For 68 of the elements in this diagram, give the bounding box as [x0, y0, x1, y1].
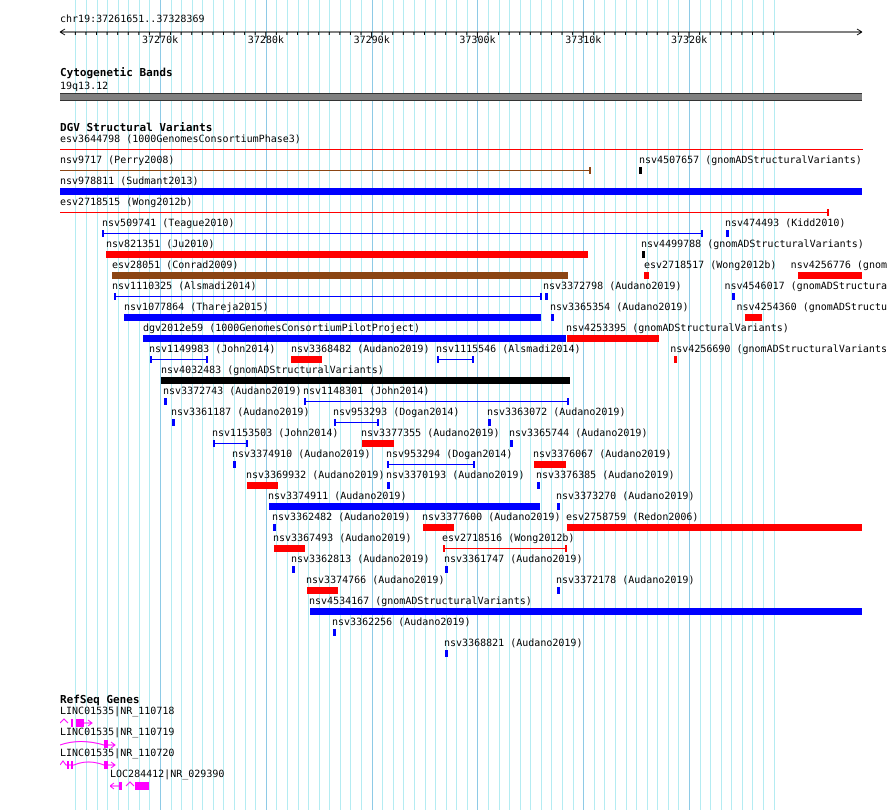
variant-label: nsv9717 (Perry2008) — [60, 155, 174, 167]
variant-label: nsv3368821 (Audano2019) — [444, 638, 582, 650]
variant-label: nsv4253395 (gnomADStructuralVariants) — [566, 323, 789, 335]
variant-label: nsv3362813 (Audano2019) — [291, 554, 430, 566]
variant-label: nsv3370193 (Audano2019) — [386, 470, 524, 482]
variant-label: nsv3361187 (Audano2019) — [171, 407, 310, 419]
gene-label: LINC01535|NR_110720 — [60, 748, 174, 760]
variant-label: nsv3374766 (Audano2019) — [306, 575, 444, 587]
variant-label: nsv1110325 (Alsmadi2014) — [112, 281, 256, 293]
axis-tick-label: 37270k — [142, 35, 178, 47]
variant-label: esv3644798 (1000GenomesConsortiumPhase3) — [60, 134, 301, 146]
variant-label: nsv3376385 (Audano2019) — [536, 470, 674, 482]
variant-label: nsv953294 (Dogan2014) — [386, 449, 512, 461]
variant-label: nsv1149983 (John2014) — [149, 344, 276, 356]
variant-label: nsv4546017 (gnomADStructura — [724, 281, 887, 293]
ruler-label: chr19:37261651..37328369 — [60, 14, 204, 26]
variant-label: nsv3368482 (Audano2019) — [291, 344, 430, 356]
variant-label: nsv3377355 (Audano2019) — [361, 428, 500, 440]
variant-label: nsv4499788 (gnomADStructuralVariants) — [641, 239, 864, 251]
variant-label: esv28051 (Conrad2009) — [112, 260, 238, 272]
variant-label: nsv3372178 (Audano2019) — [556, 575, 694, 587]
variant-label: nsv4507657 (gnomADStructuralVariants) — [639, 155, 862, 167]
track-title: Cytogenetic Bands — [60, 67, 173, 79]
variant-label: nsv1077864 (Thareja2015) — [124, 302, 268, 314]
variant-label: nsv3363072 (Audano2019) — [487, 407, 626, 419]
variant-label: nsv821351 (Ju2010) — [106, 239, 214, 251]
band-label: 19q13.12 — [60, 81, 108, 93]
variant-label: nsv4534167 (gnomADStructuralVariants) — [309, 596, 532, 608]
axis-tick-label: 37300k — [459, 35, 496, 47]
axis-tick-label: 37320k — [671, 35, 708, 47]
axis-tick-label: 37290k — [354, 35, 390, 47]
variant-label: nsv3377600 (Audano2019) — [422, 512, 560, 524]
variant-label: nsv1148301 (John2014) — [303, 386, 430, 398]
variant-label: nsv474493 (Kidd2010) — [725, 218, 846, 230]
variant-label: esv2718516 (Wong2012b) — [442, 533, 574, 545]
gene-label: LINC01535|NR_110719 — [60, 727, 174, 739]
variant-label: nsv3361747 (Audano2019) — [444, 554, 582, 566]
variant-label: esv2718515 (Wong2012b) — [60, 197, 192, 209]
variant-label: nsv1153503 (John2014) — [212, 428, 338, 440]
variant-label: nsv3376067 (Audano2019) — [533, 449, 672, 461]
variant-label: esv2758759 (Redon2006) — [566, 512, 698, 524]
track-title: DGV Structural Variants — [60, 122, 212, 134]
track-title: RefSeq Genes — [60, 694, 140, 706]
variant-label: nsv3362482 (Audano2019) — [272, 512, 410, 524]
variant-label: nsv3372798 (Audano2019) — [543, 281, 682, 293]
variant-label: nsv3374910 (Audano2019) — [232, 449, 370, 461]
axis-tick-label: 37310k — [565, 35, 602, 47]
variant-label: nsv978811 (Sudmant2013) — [60, 176, 198, 188]
variant-label: nsv509741 (Teague2010) — [102, 218, 234, 230]
variant-label: nsv3373270 (Audano2019) — [556, 491, 694, 503]
variant-label: nsv3369932 (Audano2019) — [246, 470, 384, 482]
variant-label: nsv4256690 (gnomADStructuralVariants — [670, 344, 887, 356]
variant-label: nsv4256776 (gnom — [790, 260, 887, 272]
gene-label: LOC284412|NR_029390 — [110, 769, 224, 781]
variant-label: esv2718517 (Wong2012b) — [644, 260, 776, 272]
variant-label: nsv3372743 (Audano2019) — [163, 386, 302, 398]
variant-label: nsv4032483 (gnomADStructuralVariants) — [161, 365, 384, 377]
variant-label: nsv953293 (Dogan2014) — [333, 407, 460, 419]
variant-label: nsv4254360 (gnomADStructu — [736, 302, 887, 314]
variant-label: nsv1115546 (Alsmadi2014) — [436, 344, 580, 356]
variant-label: nsv3367493 (Audano2019) — [273, 533, 412, 545]
variant-label: nsv3365354 (Audano2019) — [550, 302, 688, 314]
variant-label: nsv3362256 (Audano2019) — [332, 617, 470, 629]
gene-label: LINC01535|NR_110718 — [60, 706, 174, 718]
variant-label: nsv3365744 (Audano2019) — [509, 428, 648, 440]
variant-label: dgv2012e59 (1000GenomesConsortiumPilotProject) — [143, 323, 420, 335]
variant-label: nsv3374911 (Audano2019) — [268, 491, 406, 503]
axis-tick-label: 37280k — [248, 35, 284, 47]
